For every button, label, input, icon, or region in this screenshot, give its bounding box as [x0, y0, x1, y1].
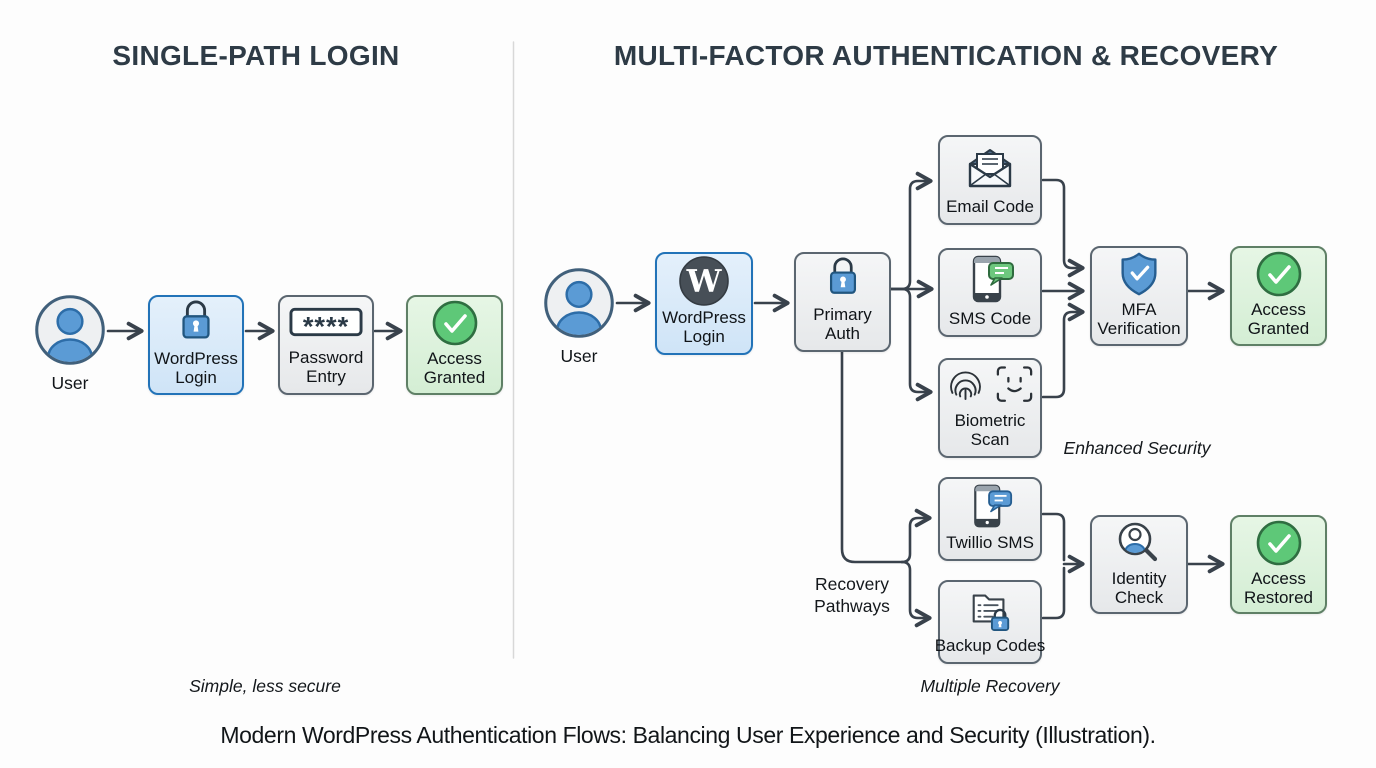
- phone-message-blue-icon: [940, 479, 1040, 533]
- node-label: Email Code: [946, 196, 1034, 216]
- backup-codes-lock-icon: [940, 582, 1040, 636]
- enhanced-security-caption: Enhanced Security: [1063, 438, 1211, 458]
- password-field-icon: ****: [280, 297, 372, 348]
- fingerprint-faceid-icon: [940, 360, 1040, 411]
- check-circle-icon: [408, 297, 501, 349]
- footer-caption: Modern WordPress Authentication Flows: B…: [220, 722, 1156, 748]
- check-circle-icon: [1232, 517, 1325, 569]
- node-label: Primary Auth: [813, 304, 872, 343]
- node-label: Twillio SMS: [946, 532, 1034, 552]
- left-caption: Simple, less secure: [189, 676, 341, 696]
- user-label: User: [560, 346, 598, 366]
- multiple-recovery-caption: Multiple Recovery: [920, 676, 1060, 696]
- node-identity-check: Identity Check: [1090, 515, 1188, 614]
- left-section-title: SINGLE-PATH LOGIN: [112, 40, 400, 71]
- node-label: Password Entry: [288, 347, 364, 386]
- node-mfa-verification: MFA Verification: [1090, 246, 1188, 346]
- node-biometric-scan: Biometric Scan: [938, 358, 1042, 458]
- shield-check-icon: [1092, 248, 1186, 300]
- node-label: Biometric Scan: [954, 410, 1026, 449]
- node-label: Access Granted: [423, 349, 486, 388]
- node-password-entry: **** Password Entry: [278, 295, 374, 395]
- node-label: MFA Verification: [1097, 300, 1181, 339]
- node-wordpress-login-mfa: W WordPress Login: [655, 252, 753, 355]
- node-label: Identity Check: [1111, 569, 1167, 608]
- node-label: Access Granted: [1247, 300, 1310, 339]
- node-access-granted-left: Access Granted: [406, 295, 503, 395]
- node-label: WordPress Login: [662, 308, 746, 347]
- node-access-restored: Access Restored: [1230, 515, 1327, 614]
- user-avatar-icon: [544, 268, 614, 338]
- magnifier-person-icon: [1092, 517, 1186, 569]
- svg-text:****: ****: [303, 311, 349, 337]
- node-twillio-sms: Twillio SMS: [938, 477, 1042, 561]
- node-primary-auth: Primary Auth: [794, 252, 891, 352]
- node-label: SMS Code: [948, 308, 1032, 328]
- lock-icon: [150, 297, 242, 349]
- node-label: Backup Codes: [934, 635, 1046, 655]
- node-access-granted-right: Access Granted: [1230, 246, 1327, 346]
- node-wordpress-login: WordPress Login: [148, 295, 244, 395]
- node-email-code: Email Code: [938, 135, 1042, 225]
- right-section-title: MULTI-FACTOR AUTHENTICATION & RECOVERY: [613, 40, 1279, 71]
- lock-icon: [796, 254, 889, 305]
- recovery-pathways-label: Recovery Pathways: [814, 574, 890, 616]
- node-backup-codes: Backup Codes: [935, 580, 1045, 664]
- phone-message-green-icon: [940, 250, 1040, 309]
- email-icon: [940, 137, 1040, 197]
- node-sms-code: SMS Code: [938, 248, 1042, 337]
- node-label: Access Restored: [1244, 569, 1313, 608]
- user-avatar-icon: [35, 295, 105, 365]
- check-circle-icon: [1232, 248, 1325, 300]
- node-label: WordPress Login: [154, 349, 238, 388]
- wordpress-logo-icon: W: [657, 254, 751, 308]
- user-label: User: [51, 373, 89, 393]
- svg-text:W: W: [686, 264, 723, 300]
